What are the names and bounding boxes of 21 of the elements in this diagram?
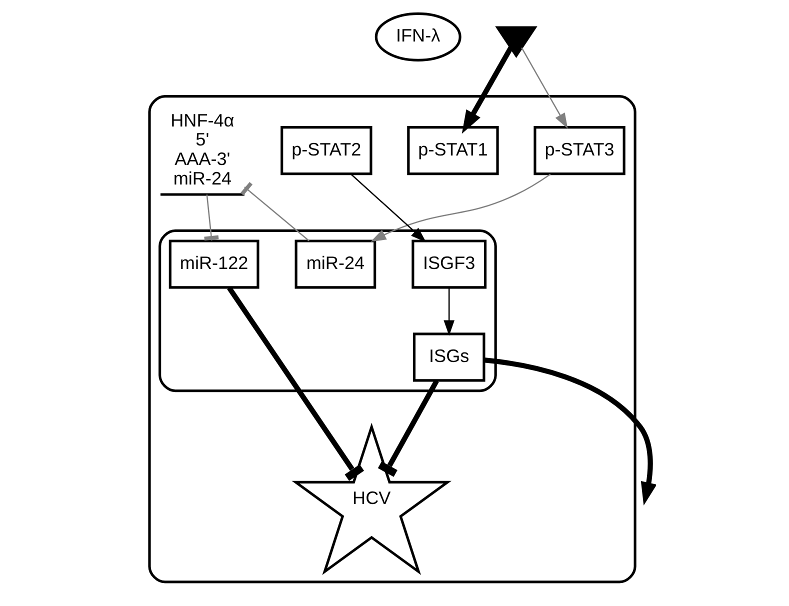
node-box: ISGs [412,332,485,382]
node-receptor [494,26,537,58]
arrow [520,47,568,129]
connector [240,182,310,242]
node-box: ISGF3 [411,240,486,289]
connector [377,380,438,477]
arrow [370,174,550,242]
arrow [484,358,656,506]
node-box: p-STAT3 [533,126,625,176]
arrow [443,288,454,336]
node-box: p-STAT1 [406,126,498,176]
node-box: miR-122 [168,240,259,289]
node-box: p-STAT2 [280,126,372,176]
cluster [148,95,636,584]
node-text: HNF-4α 5' AAA-3' miR-24 [170,110,234,188]
node-box: miR-24 [294,240,376,289]
arrow [350,174,426,242]
node-ellipse: IFN-λ [374,12,461,62]
connector [204,194,218,241]
arrow [461,46,513,134]
connector [226,286,364,481]
